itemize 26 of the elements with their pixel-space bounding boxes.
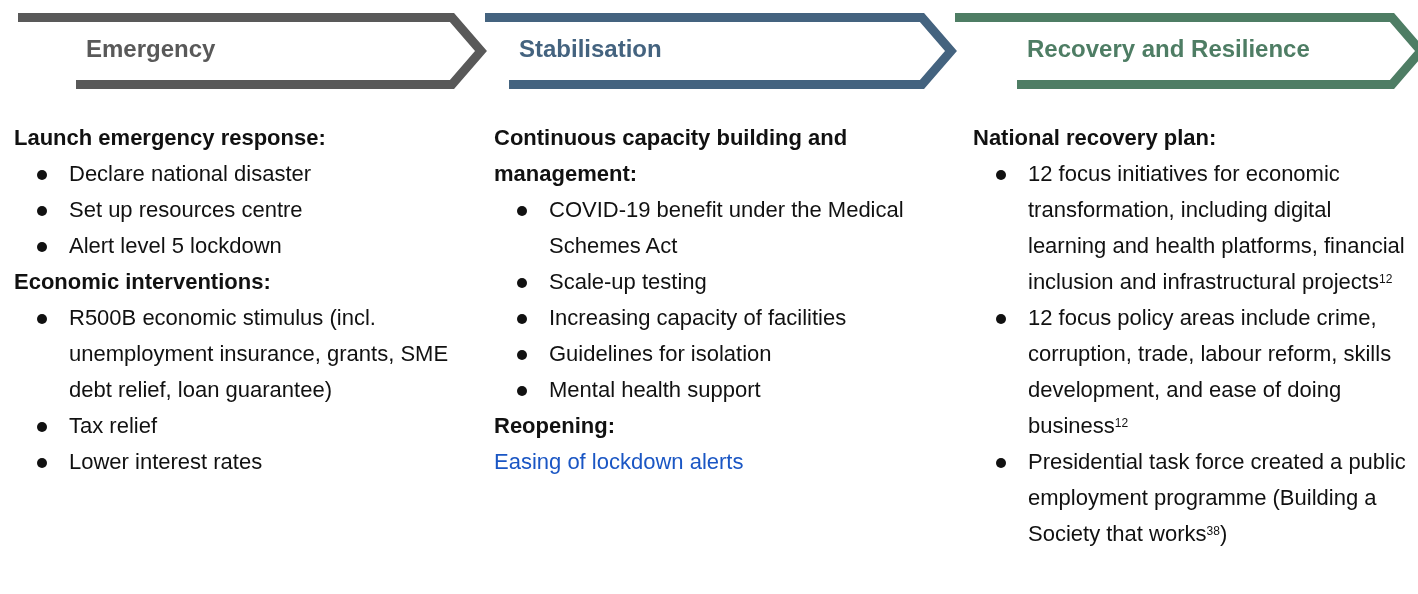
bullet-text: Lower interest rates [69, 448, 263, 476]
bullet-text: Set up resources centre [69, 196, 303, 224]
bullet-text: Mental health support [549, 376, 761, 404]
chevron-stage [955, 13, 1418, 89]
bullet-text: Presidential task force created a public employment programme (Building a Society that works$^{38}$) [1028, 448, 1407, 548]
stage-title: Emergency [86, 37, 216, 61]
bullet-text: COVID-19 benefit under the Medical Schemes Act [549, 196, 905, 260]
section-heading: Reopening: [494, 412, 616, 440]
section-heading: National recovery plan: [973, 124, 1218, 152]
stage-title: Recovery and Resilience [1027, 37, 1310, 61]
bullet-text: Scale-up testing [549, 268, 707, 296]
section-heading: Continuous capacity building and management: [494, 124, 849, 188]
body-text: Easing of lockdown alerts [494, 448, 745, 476]
bullet-text: Alert level 5 lockdown [69, 232, 282, 260]
bullet-text: Tax relief [69, 412, 158, 440]
bullet-text: 12 focus policy areas include crime, corruption, trade, labour reform, skills development, and ease of doing business$^{12}$ [1028, 304, 1393, 440]
section-heading: Launch emergency response: [14, 124, 327, 152]
bullet-text: 12 focus initiatives for economic transformation, including digital learning and health platforms, financial inclusion and infrastructural projects$^{12}$ [1028, 160, 1406, 296]
section-heading: Economic interventions: [14, 268, 272, 296]
stage-title: Stabilisation [519, 37, 662, 61]
chevron-stage [18, 13, 490, 89]
bullet-text: Guidelines for isolation [549, 340, 772, 368]
bullet-text: Declare national disaster [69, 160, 312, 188]
bullet-text: Increasing capacity of facilities [549, 304, 847, 332]
bullet-text: R500B economic stimulus (incl. unemployment insurance, grants, SME debt relief, loan guarantee) [69, 304, 450, 404]
chevron-stage [485, 13, 960, 89]
